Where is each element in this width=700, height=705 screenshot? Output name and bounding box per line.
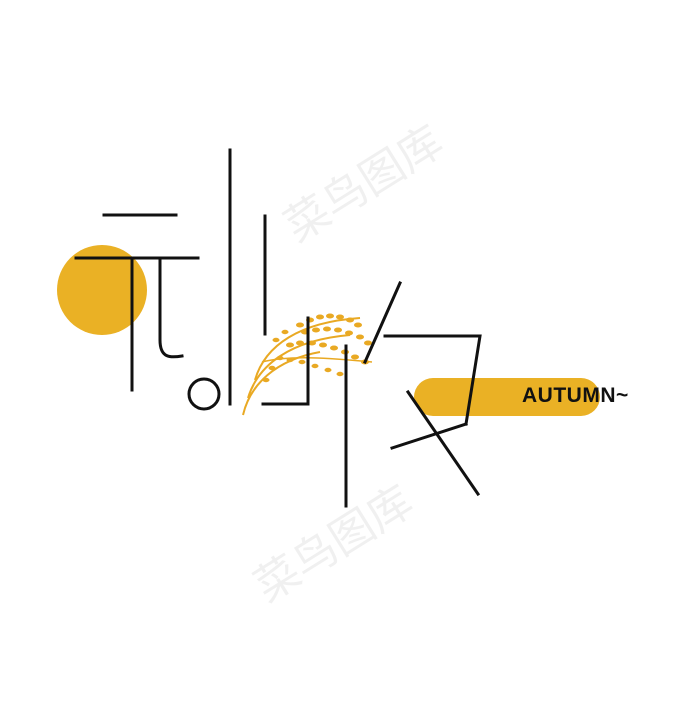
stroke-shou-4 [383, 334, 482, 426]
rice-grain-icon [242, 313, 373, 416]
stroke-shou-1 [261, 316, 310, 406]
stroke-shou-6 [405, 389, 481, 497]
sun-circle [57, 245, 147, 335]
stroke-qiu-4 [158, 256, 184, 359]
stroke-shou-3 [363, 281, 402, 364]
calligraphy-strokes [74, 148, 482, 508]
stroke-shou-5 [390, 422, 468, 450]
autumn-subtitle: AUTUMN~ [522, 384, 629, 407]
stroke-qiu-dot [187, 377, 221, 411]
accent-pill [414, 378, 600, 416]
